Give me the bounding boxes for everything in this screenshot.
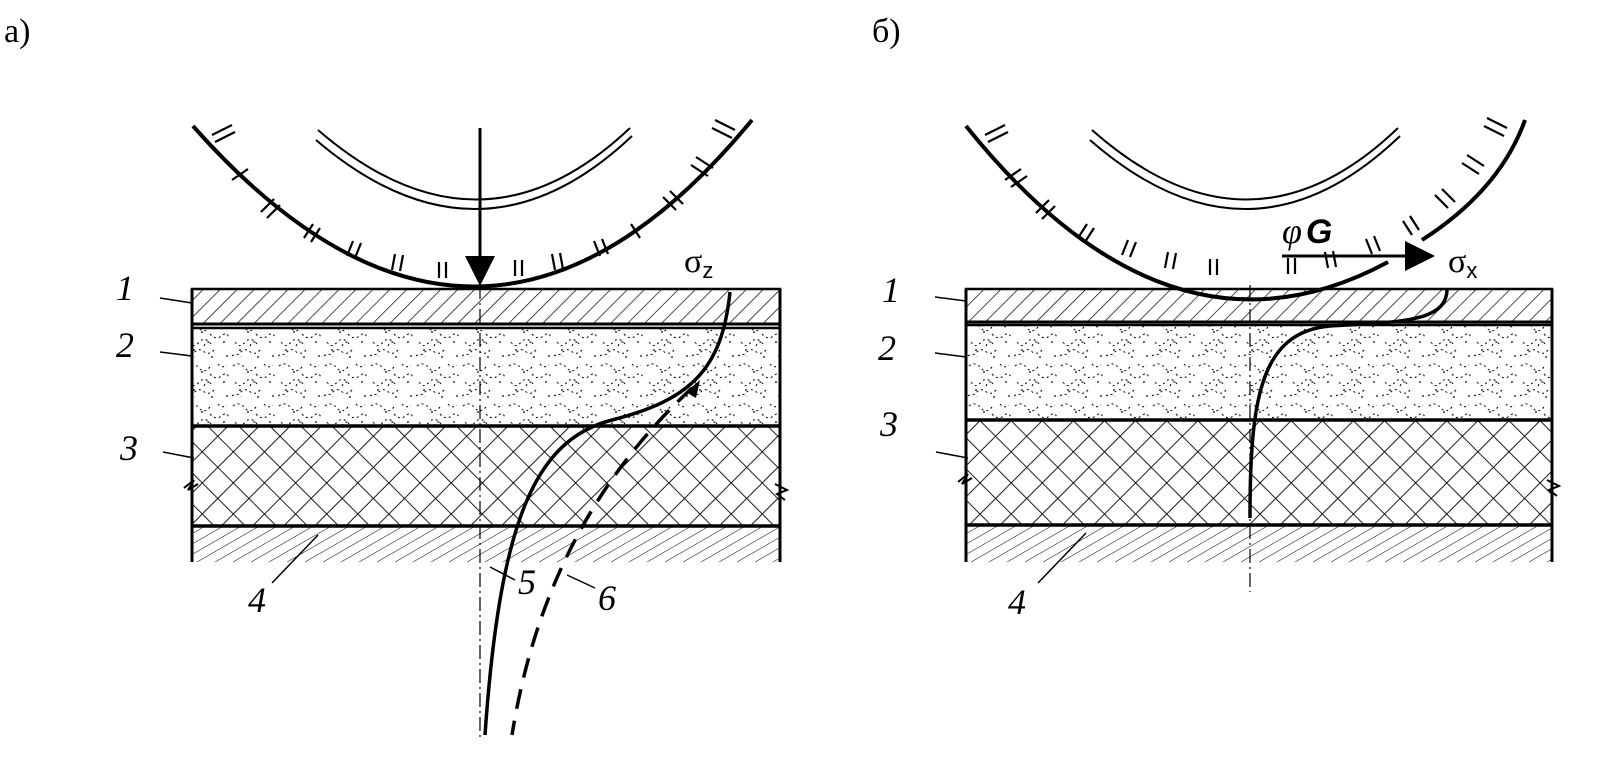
stress-curve-6	[510, 386, 694, 736]
layer-1-a	[190, 287, 782, 326]
layer-4-b	[966, 525, 1552, 562]
stress-label-a: σz	[684, 243, 713, 283]
stress-symbol-b: σ	[1448, 243, 1466, 280]
layer-2-b	[964, 323, 1554, 422]
stress-symbol-a: σ	[684, 243, 702, 280]
curve-label-6: 6	[598, 578, 616, 618]
layer-4-a	[192, 526, 780, 562]
curve-6-arrowhead	[686, 380, 700, 398]
pavement-layers-a	[183, 287, 790, 562]
layer-callouts-a: 1 2 3 4 5 6	[116, 268, 616, 620]
layer-3-a	[190, 424, 782, 528]
wheel-a	[191, 118, 754, 289]
force-symbol-g: G	[1306, 213, 1332, 251]
layer-callouts-b: 1 2 3 4	[878, 270, 1087, 622]
panel-a-label: а)	[4, 13, 30, 50]
stress-curve-5	[483, 291, 732, 736]
stress-subscript-b: x	[1466, 258, 1477, 283]
layer-number-2-b: 2	[878, 328, 896, 368]
layer-1-b	[964, 287, 1554, 324]
pavement-layers-b	[957, 287, 1562, 562]
wheel-b	[964, 117, 1527, 302]
shear-stress-curve	[1248, 289, 1449, 519]
layer-number-3-a: 3	[119, 428, 138, 468]
layer-number-1-b: 1	[882, 270, 900, 310]
stress-label-b: σx	[1448, 243, 1477, 283]
layer-number-4-b: 4	[1008, 582, 1026, 622]
layer-3-b	[964, 418, 1554, 527]
panel-b-label: б)	[872, 13, 901, 50]
layer-number-3-b: 3	[879, 404, 898, 444]
layer-number-2-a: 2	[116, 325, 134, 365]
curve-label-5: 5	[518, 562, 536, 602]
force-symbol-phi: φ	[1282, 211, 1302, 251]
panel-b: б)	[872, 13, 1562, 622]
stress-subscript-a: z	[702, 258, 713, 283]
layer-number-4-a: 4	[248, 580, 266, 620]
layer-2-a	[190, 326, 782, 428]
layer-number-1-a: 1	[116, 268, 134, 308]
panel-a: а)	[4, 13, 790, 740]
